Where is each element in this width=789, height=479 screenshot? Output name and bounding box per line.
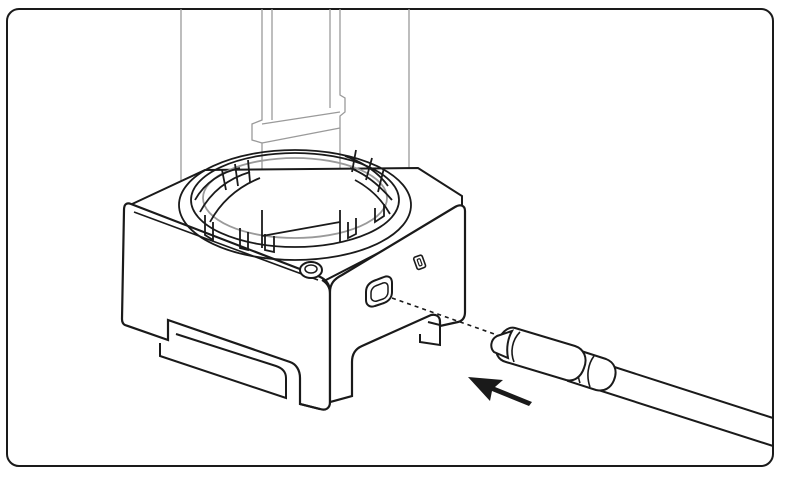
cylinder-cover xyxy=(180,9,410,182)
dock-side-face xyxy=(328,204,467,404)
usb-c-cable-icon xyxy=(490,326,774,448)
usb-c-port-icon xyxy=(365,275,393,308)
inner-module xyxy=(251,9,346,210)
charging-dock-icon xyxy=(120,166,467,411)
illustration-frame xyxy=(6,8,774,467)
dock-cradle-ring xyxy=(178,149,412,261)
status-led-icon xyxy=(412,254,427,271)
insert-arrow-icon xyxy=(468,377,532,406)
dock-front-face xyxy=(120,202,332,411)
insert-guide-line xyxy=(391,297,501,337)
power-button-icon xyxy=(299,261,323,279)
